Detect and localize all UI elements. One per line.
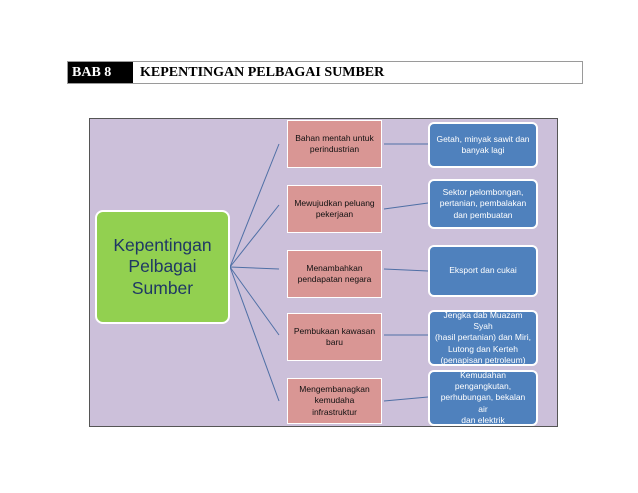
branch-item-5: Mengembanagkan kemudaha infrastruktur	[287, 378, 382, 424]
connector-to-item-5	[229, 266, 280, 402]
chapter-header: BAB 8 KEPENTINGAN PELBAGAI SUMBER	[67, 61, 583, 84]
branch-item-1: Bahan mentah untuk perindustrian	[287, 120, 382, 168]
branch-detail-1: Getah, minyak sawit dan banyak lagi	[428, 122, 538, 168]
branch-item-2: Mewujudkan peluang pekerjaan	[287, 185, 382, 233]
connector-detail-3	[383, 268, 429, 272]
branch-item-3: Menambahkan pendapatan negara	[287, 250, 382, 298]
connector-detail-2	[383, 202, 429, 210]
mind-map-diagram: Kepentingan Pelbagai Sumber Bahan mentah…	[89, 118, 558, 427]
branch-detail-4: Jengka dab Muazam Syah (hasil pertanian)…	[428, 310, 538, 366]
chapter-number: BAB 8	[68, 62, 133, 83]
branch-detail-2: Sektor pelombongan, pertanian, pembalaka…	[428, 179, 538, 229]
connector-to-item-3	[229, 266, 280, 270]
connector-to-item-2	[229, 204, 280, 268]
connector-to-item-4	[229, 266, 280, 336]
connector-lines	[229, 143, 429, 402]
connector-detail-5	[383, 396, 429, 402]
branch-item-4: Pembukaan kawasan baru	[287, 313, 382, 361]
branch-detail-3: Eksport dan cukai	[428, 245, 538, 297]
central-topic: Kepentingan Pelbagai Sumber	[95, 210, 230, 324]
branch-detail-5: Kemudahan pengangkutan, perhubungan, bek…	[428, 370, 538, 426]
chapter-title: KEPENTINGAN PELBAGAI SUMBER	[140, 65, 385, 80]
connector-to-item-1	[229, 143, 280, 268]
